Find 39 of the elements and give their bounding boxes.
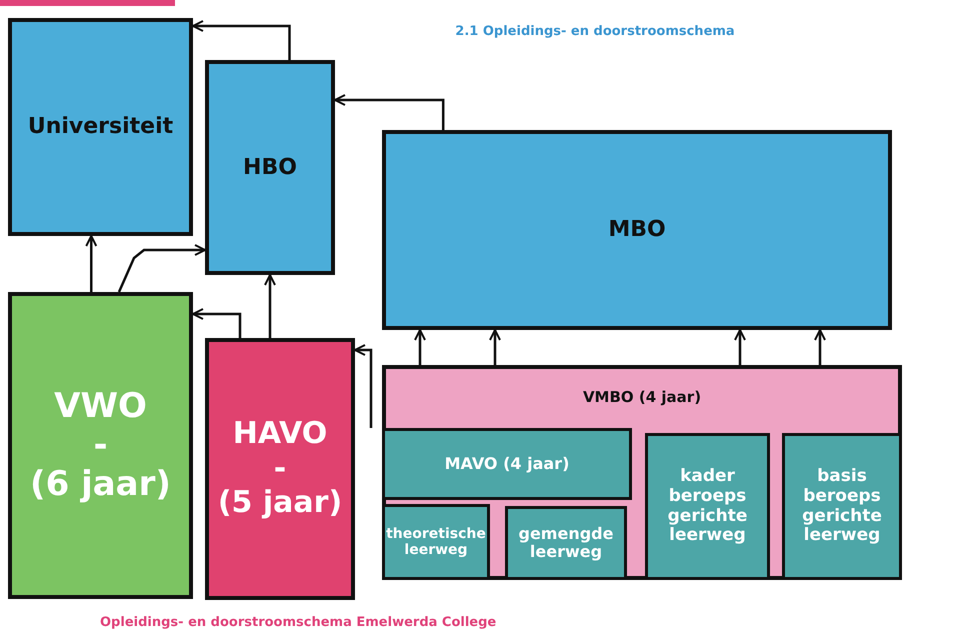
mavo-box [382, 428, 632, 500]
node-label: - [274, 452, 286, 486]
hbo-box [205, 60, 335, 275]
university-box [8, 18, 193, 236]
node-label: Universiteit [28, 114, 174, 140]
node-label: VMBO (4 jaar) [582, 389, 702, 406]
arrow [489, 329, 501, 365]
node-label: basis beroeps gerichte leerweg [801, 467, 883, 546]
vmbo-box [382, 365, 902, 580]
node-label: kader beroeps gerichte leerweg [666, 467, 748, 546]
node-label: MBO [608, 217, 666, 243]
arrow [414, 329, 426, 365]
node-label: - [93, 426, 108, 466]
arrow [814, 329, 826, 365]
arrow [85, 235, 98, 292]
node-label: HAVO [232, 417, 328, 452]
node-label: VWO [54, 386, 147, 426]
arrow [118, 244, 206, 292]
diagram-caption: Opleidings- en doorstroomschema Emelwerda College [100, 615, 496, 630]
node-label: gemengde leerweg [518, 524, 614, 562]
arrow [192, 308, 242, 338]
learning-path-box [645, 433, 770, 580]
node-label: (5 jaar) [218, 486, 342, 521]
arrow [264, 274, 276, 338]
learning-path-box [505, 506, 627, 580]
arrow [734, 329, 746, 365]
arrow [334, 94, 444, 130]
node-label: theoretische leerweg [385, 526, 487, 558]
node-label: (6 jaar) [30, 465, 171, 504]
node-label: MAVO (4 jaar) [444, 454, 570, 474]
learning-path-box [782, 433, 902, 580]
learning-path-box [382, 504, 490, 580]
arrow [354, 344, 372, 428]
arrow [192, 20, 291, 60]
havo-box [205, 338, 355, 600]
vwo-box [8, 292, 193, 599]
mbo-box [382, 130, 892, 330]
diagram-title: 2.1 Opleidings- en doorstroomschema [454, 24, 736, 39]
node-label: HBO [243, 154, 297, 180]
